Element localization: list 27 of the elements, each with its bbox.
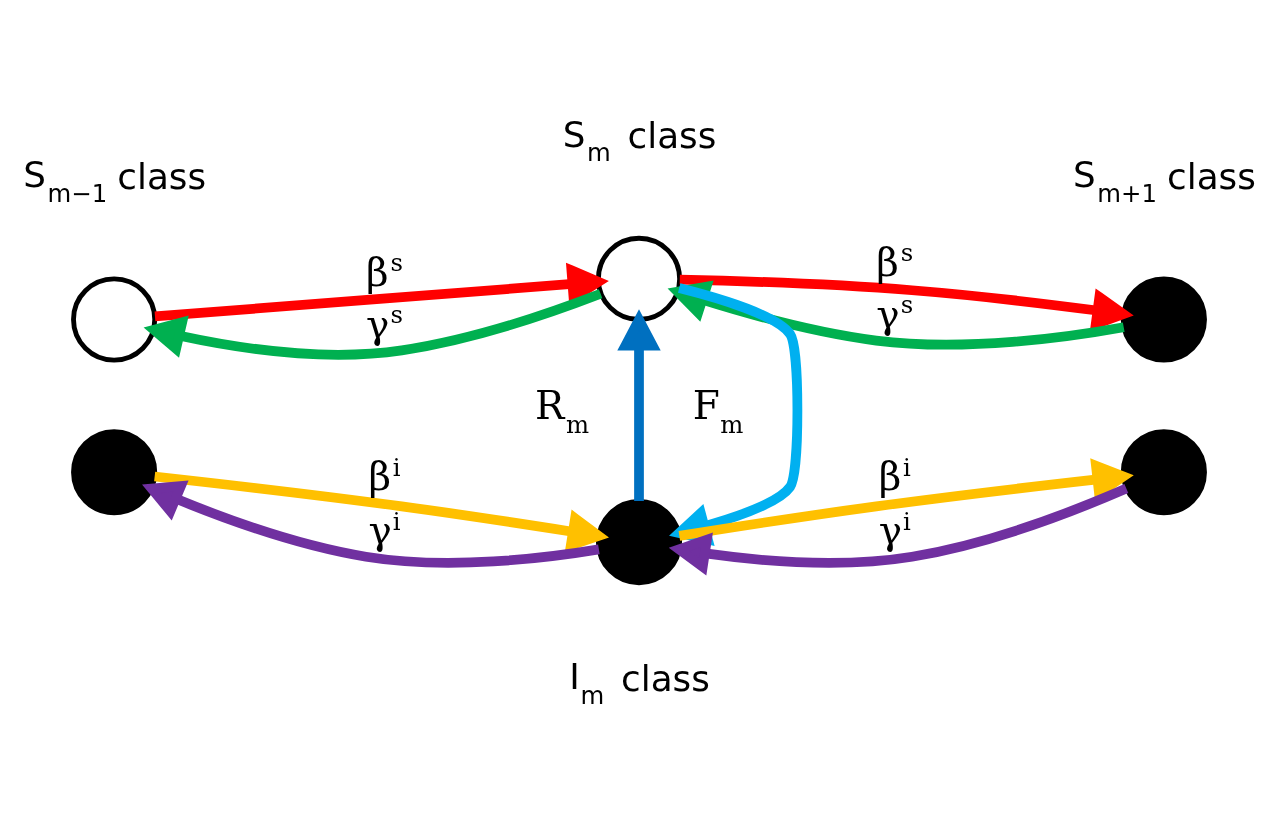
node-label: S$_{m+1}$ class [1072,153,1256,208]
edge-label: R$_{m}$ [535,382,589,439]
node-label: I$_{m}$ class [569,655,710,710]
node-circle [1120,428,1207,515]
arrow [154,262,609,321]
arrow [154,471,609,552]
edge-label: γ$^{s}$ [876,289,914,337]
node-circle [71,275,158,363]
node-circle [595,235,683,322]
node-circle [71,428,158,515]
node-circle [595,498,683,585]
node-circle [1120,275,1207,363]
edge-label: β$^{s}$ [366,247,403,295]
edge-label: γ$^{s}$ [366,299,403,347]
node-label: S$_{m−1}$ class [23,153,207,208]
edge-label: β$^{i}$ [878,452,911,499]
arrow [142,480,600,568]
edge-label: γ$^{i}$ [368,506,401,553]
arrow [143,288,603,359]
arrow [678,457,1134,541]
edge-label: β$^{s}$ [876,237,914,285]
arrow [617,308,661,501]
edge-label: γ$^{i}$ [878,506,911,553]
node-label: S$_{m}$ class [562,113,717,167]
edge-label: F$_{m}$ [692,382,744,439]
edge-label: β$^{i}$ [368,452,401,499]
arrow [679,274,1134,331]
